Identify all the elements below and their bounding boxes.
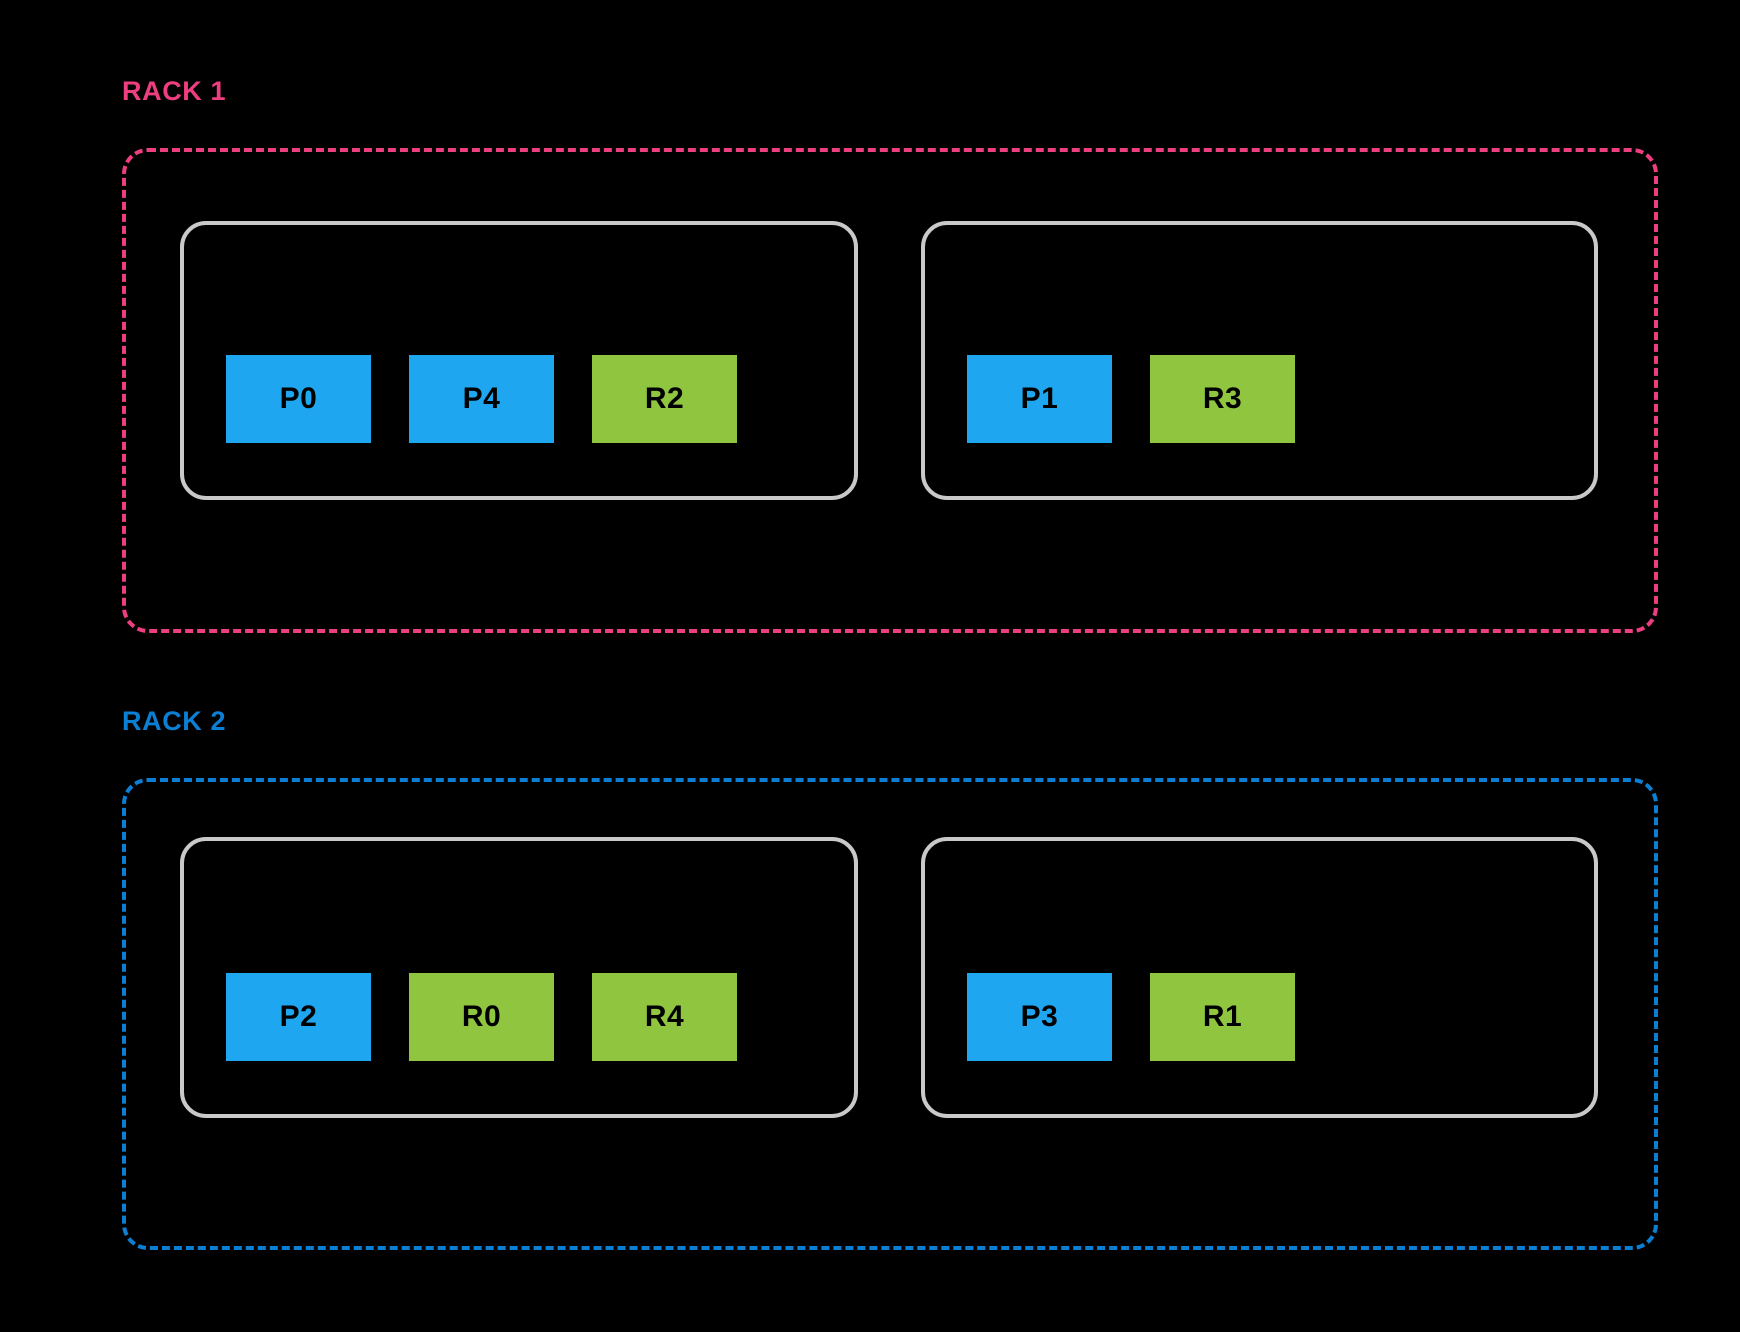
unit-p4-label: P4 [462,382,501,415]
node-2-1-units: P2 R0 R4 [184,973,854,1061]
unit-r1-label: R1 [1202,1000,1243,1033]
unit-p0[interactable]: P0 [226,355,371,443]
node-2-2-units: P3 R1 [925,973,1594,1061]
unit-r0[interactable]: R0 [409,973,554,1061]
unit-r2-label: R2 [644,382,685,415]
node-2-1[interactable]: P2 R0 R4 [180,837,858,1118]
node-1-2-units: P1 R3 [925,355,1594,443]
rack-1-label: RACK 1 [122,76,227,106]
unit-p4[interactable]: P4 [409,355,554,443]
unit-p3[interactable]: P3 [967,973,1112,1061]
rack-2-label: RACK 2 [122,706,227,736]
rack-2-boundary [122,778,1658,1250]
node-1-1-units: P0 P4 R2 [184,355,854,443]
unit-r0-label: R0 [461,1000,502,1033]
unit-p2[interactable]: P2 [226,973,371,1061]
unit-r4[interactable]: R4 [592,973,737,1061]
rack-1-boundary [122,148,1658,633]
unit-r3-label: R3 [1202,382,1243,415]
node-1-2[interactable]: P1 R3 [921,221,1598,500]
unit-p0-label: P0 [279,382,318,415]
node-2-2[interactable]: P3 R1 [921,837,1598,1118]
unit-r2[interactable]: R2 [592,355,737,443]
unit-p3-label: P3 [1020,1000,1059,1033]
unit-r3[interactable]: R3 [1150,355,1295,443]
unit-p1-label: P1 [1020,382,1059,415]
node-1-1[interactable]: P0 P4 R2 [180,221,858,500]
unit-p1[interactable]: P1 [967,355,1112,443]
unit-r1[interactable]: R1 [1150,973,1295,1061]
unit-r4-label: R4 [644,1000,685,1033]
rack-group-1: RACK 1 P0 P4 R2 P1 [122,76,1658,633]
unit-p2-label: P2 [279,1000,318,1033]
